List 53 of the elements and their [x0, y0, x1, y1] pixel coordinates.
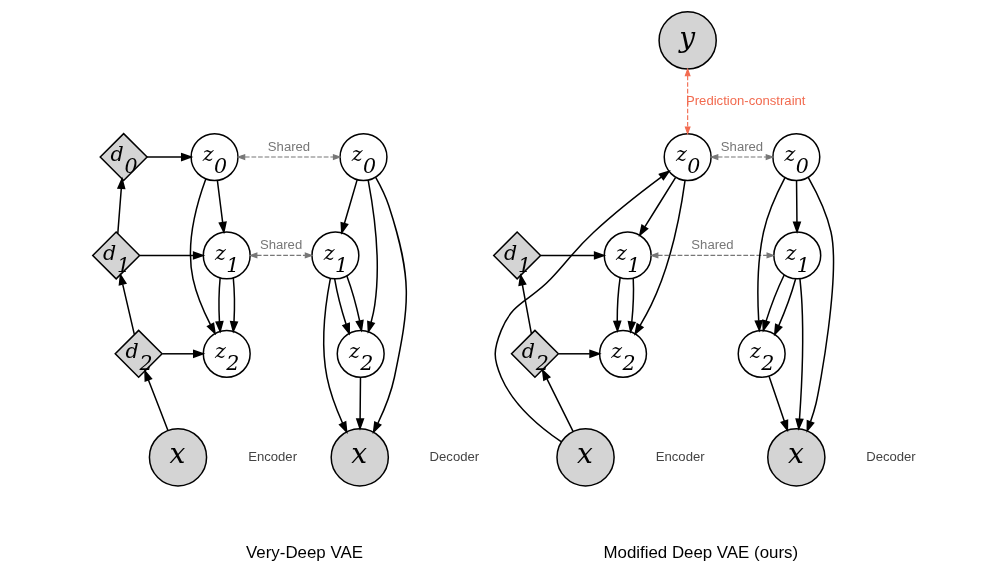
node-label: Decoder [429, 448, 479, 464]
label: Modified Deep VAE (ours) [602, 543, 798, 563]
arrow [649, 252, 775, 259]
arrow [792, 179, 801, 234]
arrow [138, 251, 205, 260]
arrow [214, 277, 224, 334]
node-label: Decoder [865, 448, 916, 464]
arrow [773, 278, 796, 337]
arrow [229, 277, 238, 334]
node-label: Encoder [655, 448, 705, 464]
edge-label: Shared [690, 237, 734, 253]
node-circle: x [766, 428, 826, 487]
edge-label: Shared [267, 138, 310, 154]
arrow [539, 251, 606, 260]
arrow [355, 376, 364, 431]
arrow [633, 179, 686, 336]
arrow [345, 275, 364, 333]
arrow [116, 176, 126, 235]
node-circle: x [148, 428, 207, 487]
arrow [333, 278, 350, 336]
arrow [366, 179, 378, 334]
node-label: Encoder [247, 448, 297, 464]
node-circle: x [329, 428, 389, 487]
edge-label: Shared [259, 237, 302, 253]
arrow [216, 179, 227, 235]
arrow [143, 368, 169, 431]
arrow [322, 277, 348, 434]
arrow [794, 278, 804, 431]
arrow [248, 252, 314, 259]
arrow [767, 375, 788, 433]
label: Very-Deep VAE [245, 543, 363, 563]
arrow [161, 349, 205, 359]
arrow [761, 274, 785, 333]
arrow [753, 176, 786, 333]
arrow [627, 277, 636, 334]
arrow [709, 153, 774, 161]
arrow [541, 368, 574, 433]
edge-label: Prediction-constraint [685, 92, 805, 108]
arrow [235, 153, 342, 161]
node-circle: y [657, 11, 717, 70]
arrow [638, 176, 676, 237]
arrow [118, 272, 135, 336]
arrow [612, 277, 622, 334]
arrow [145, 152, 193, 162]
arrow [189, 178, 216, 336]
arrow [339, 178, 358, 235]
node-circle: x [555, 428, 615, 487]
arrow [684, 67, 691, 136]
arrow [372, 176, 407, 434]
arrow [557, 349, 602, 359]
arrow [806, 176, 834, 433]
arrow [517, 273, 532, 335]
edge-label: Shared [720, 138, 763, 154]
